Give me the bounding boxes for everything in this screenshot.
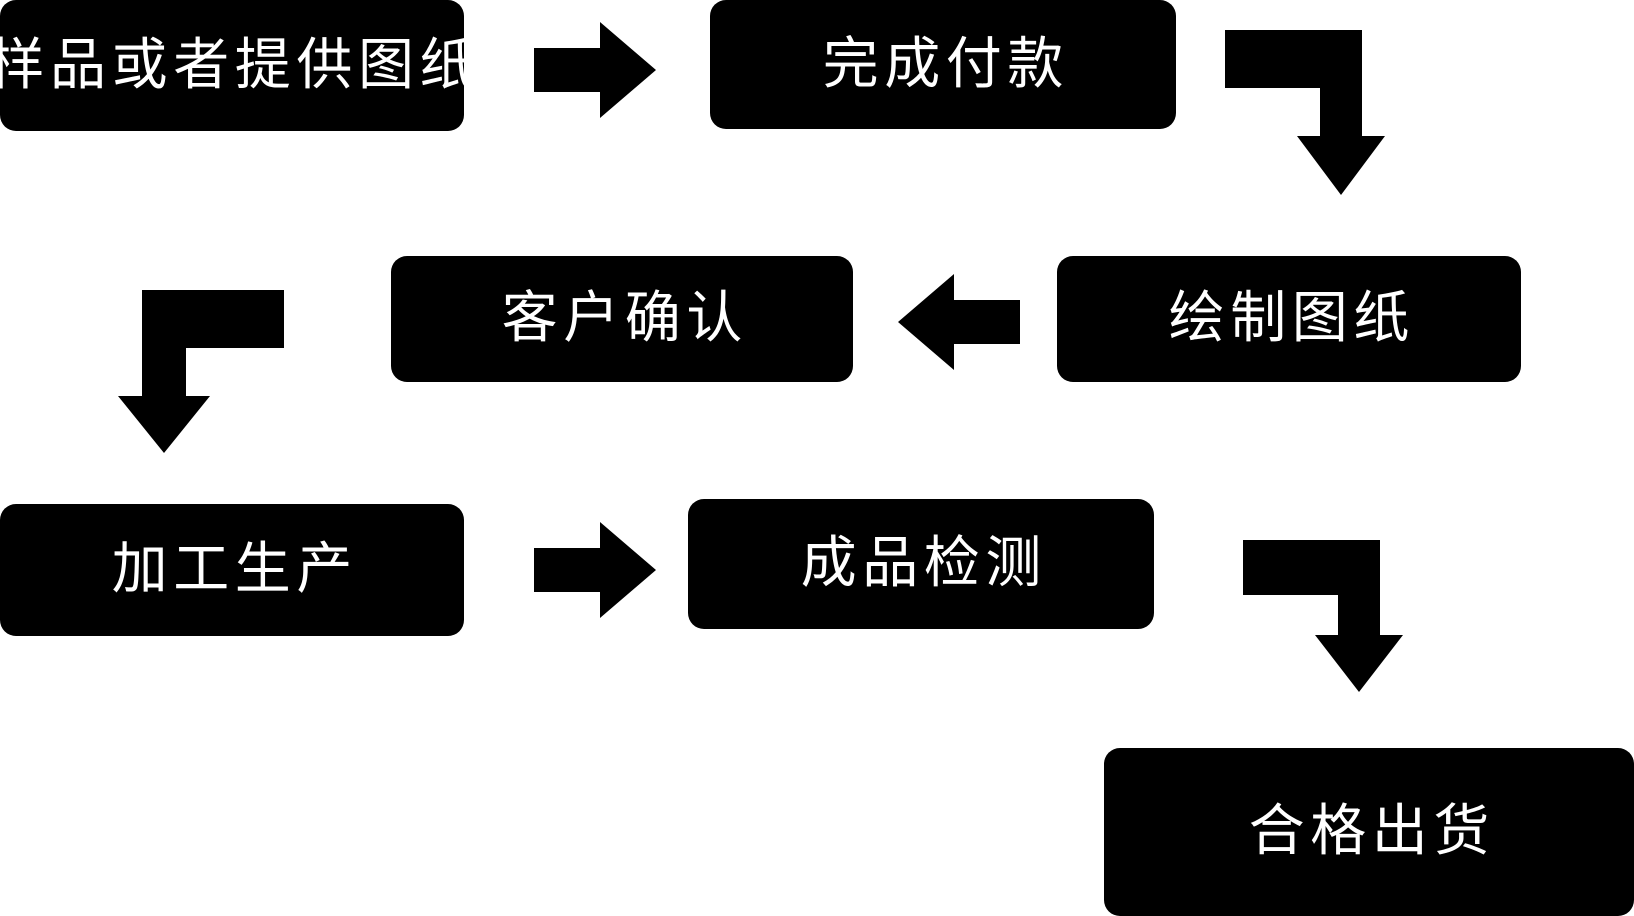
arrow-left-drawing-to-confirm — [898, 274, 1020, 370]
node-label: 成品检测 — [800, 531, 1047, 596]
node-customer-confirmation[interactable]: 客户确认 — [391, 256, 853, 382]
arrow-elbow-inspection-to-shipping — [1243, 540, 1403, 692]
node-draw-blueprint[interactable]: 绘制图纸 — [1057, 256, 1521, 382]
node-label: 客户确认 — [501, 286, 748, 351]
arrow-right-sample-to-payment — [534, 22, 656, 118]
node-finished-product-inspection[interactable]: 成品检测 — [688, 499, 1154, 629]
arrow-elbow-confirm-to-production — [118, 290, 284, 453]
node-processing-production[interactable]: 加工生产 — [0, 504, 464, 636]
node-label: 完成付款 — [822, 31, 1069, 97]
arrow-elbow-payment-to-drawing — [1225, 30, 1385, 195]
node-sample-or-drawing[interactable]: 样品或者提供图纸 — [0, 0, 476, 131]
node-label: 绘制图纸 — [1168, 286, 1415, 351]
node-label: 加工生产 — [111, 537, 358, 602]
arrow-right-production-to-inspection — [534, 522, 656, 618]
node-label: 合格出货 — [1248, 799, 1495, 864]
node-qualified-shipment[interactable]: 合格出货 — [1104, 748, 1634, 916]
node-label: 样品或者提供图纸 — [0, 32, 482, 98]
node-complete-payment[interactable]: 完成付款 — [710, 0, 1176, 129]
